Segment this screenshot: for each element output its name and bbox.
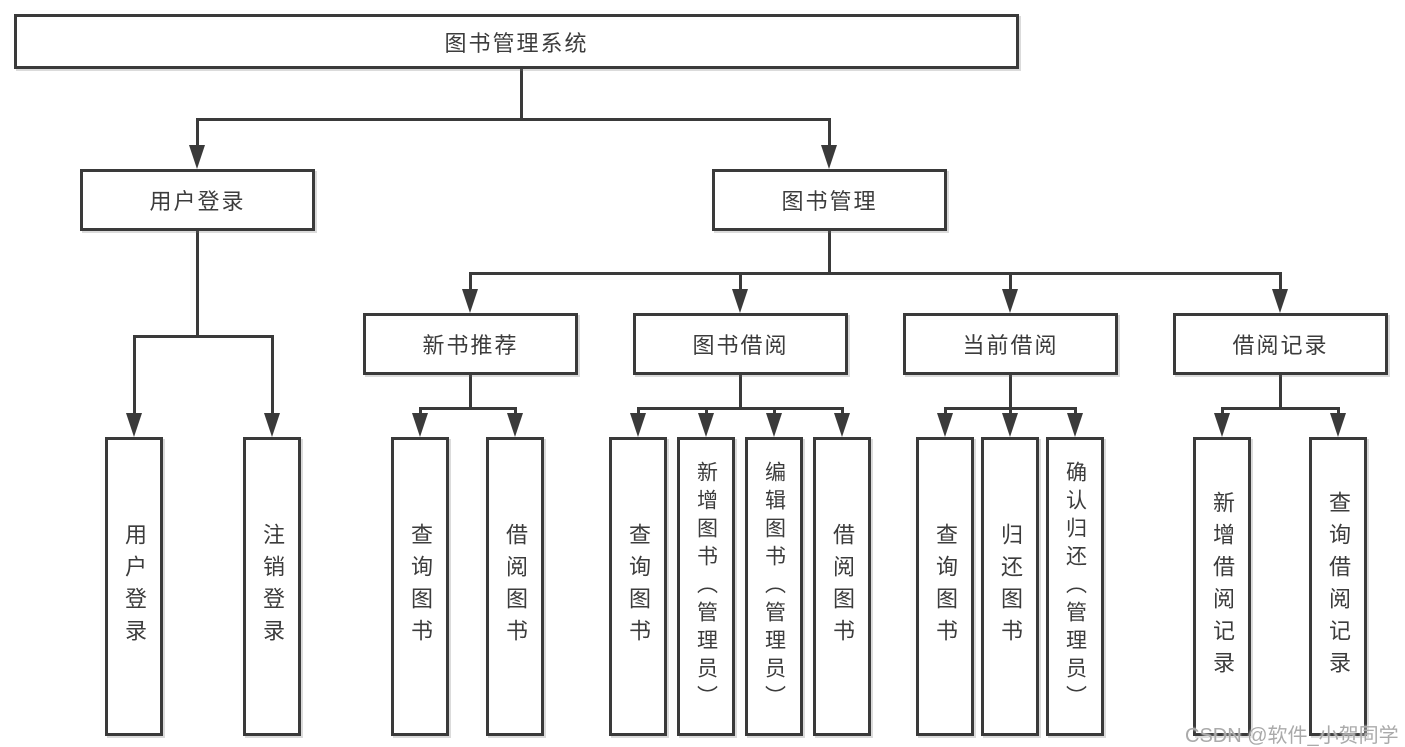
node-current-borrow: 当前借阅 <box>903 313 1118 375</box>
node-label: 当前借阅 <box>962 333 1059 358</box>
leaf-label: 查询图书 <box>933 522 958 651</box>
connector-to-current-borrow <box>1008 272 1012 291</box>
arrowhead-new-book <box>462 289 478 313</box>
arrowhead-leaf <box>1214 413 1230 437</box>
leaf-return-books: 归还图书 <box>981 437 1039 736</box>
connector-user-login-stem <box>195 231 199 338</box>
arrowhead-leaf <box>412 413 428 437</box>
arrowhead-leaf <box>834 413 850 437</box>
leaf-query-borrow-record: 查询借阅记录 <box>1309 437 1367 736</box>
leaf-label: 归还图书 <box>998 522 1023 651</box>
leaf-label: 注销登录 <box>260 522 285 651</box>
connector-leaf <box>840 407 844 415</box>
node-book-borrow: 图书借阅 <box>633 313 848 375</box>
leaf-label: 借阅图书 <box>830 522 855 651</box>
connector-leaf <box>513 407 517 415</box>
node-label: 图书借阅 <box>692 333 789 358</box>
arrowhead-leaf-login <box>126 413 142 437</box>
leaf-query-books-current: 查询图书 <box>916 437 974 736</box>
node-label: 图书管理 <box>781 189 878 214</box>
connector-leaf <box>1073 407 1077 415</box>
arrowhead-leaf <box>507 413 523 437</box>
node-new-book-recommend: 新书推荐 <box>363 313 578 375</box>
node-label: 用户登录 <box>149 189 246 214</box>
connector-to-user-login <box>195 118 199 146</box>
leaf-label: 新增图书（管理员） <box>694 460 718 713</box>
arrowhead-leaf <box>766 413 782 437</box>
connector-to-new-book <box>468 272 472 291</box>
arrowhead-user-login <box>189 145 205 169</box>
leaf-query-books-borrow: 查询图书 <box>609 437 667 736</box>
connector-book-management-stem <box>827 231 831 274</box>
leaf-label: 用户登录 <box>122 522 147 651</box>
arrowhead-leaf <box>630 413 646 437</box>
connector-to-book-borrow <box>738 272 742 291</box>
connector-leaf <box>704 407 708 415</box>
leaf-borrow-books-recommend: 借阅图书 <box>486 437 544 736</box>
arrowhead-leaf <box>1067 413 1083 437</box>
connector-leaf <box>1008 407 1012 415</box>
leaf-add-books-admin: 新增图书（管理员） <box>677 437 735 736</box>
connector-root-rail <box>195 118 831 121</box>
leaf-label: 查询图书 <box>408 522 433 651</box>
connector-book-management-rail <box>468 272 1282 275</box>
connector-to-leaf-login <box>132 335 136 414</box>
connector-leaf <box>1336 407 1340 415</box>
connector-user-login-rail <box>132 335 274 338</box>
leaf-edit-books-admin: 编辑图书（管理员） <box>745 437 803 736</box>
connector-borrow-records-stem <box>1278 375 1282 409</box>
arrowhead-leaf <box>1330 413 1346 437</box>
connector-new-book-rail <box>418 407 517 410</box>
leaf-query-books-recommend: 查询图书 <box>391 437 449 736</box>
leaf-label: 确认归还（管理员） <box>1063 460 1087 713</box>
node-label: 借阅记录 <box>1232 333 1329 358</box>
node-library-management-system: 图书管理系统 <box>14 14 1019 69</box>
leaf-borrow-books: 借阅图书 <box>813 437 871 736</box>
connector-borrow-records-rail <box>1220 407 1340 410</box>
connector-to-book-management <box>827 118 831 146</box>
arrowhead-leaf-logout <box>264 413 280 437</box>
node-user-login: 用户登录 <box>80 169 315 231</box>
connector-leaf <box>418 407 422 415</box>
leaf-label: 查询图书 <box>626 522 651 651</box>
connector-leaf <box>1220 407 1224 415</box>
connector-book-borrow-rail <box>636 407 844 410</box>
node-label: 新书推荐 <box>422 333 519 358</box>
node-borrow-records: 借阅记录 <box>1173 313 1388 375</box>
leaf-user-login: 用户登录 <box>105 437 163 736</box>
connector-leaf <box>943 407 947 415</box>
leaf-confirm-return-admin: 确认归还（管理员） <box>1046 437 1104 736</box>
node-book-management: 图书管理 <box>712 169 947 231</box>
leaf-add-borrow-record: 新增借阅记录 <box>1193 437 1251 736</box>
connector-leaf <box>772 407 776 415</box>
leaf-logout: 注销登录 <box>243 437 301 736</box>
node-label: 图书管理系统 <box>444 30 589 56</box>
connector-to-leaf-logout <box>270 335 274 414</box>
arrowhead-leaf <box>1002 413 1018 437</box>
arrowhead-current-borrow <box>1002 289 1018 313</box>
connector-current-borrow-stem <box>1008 375 1012 409</box>
arrowhead-borrow-records <box>1272 289 1288 313</box>
arrowhead-leaf <box>937 413 953 437</box>
arrowhead-book-management <box>821 145 837 169</box>
leaf-label: 借阅图书 <box>503 522 528 651</box>
leaf-label: 编辑图书（管理员） <box>762 460 786 713</box>
connector-root-stem <box>519 69 523 120</box>
connector-to-borrow-records <box>1278 272 1282 291</box>
leaf-label: 查询借阅记录 <box>1326 490 1351 683</box>
csdn-watermark: CSDN @软件_小贺同学 <box>1185 725 1399 747</box>
connector-book-borrow-stem <box>738 375 742 409</box>
connector-leaf <box>636 407 640 415</box>
leaf-label: 新增借阅记录 <box>1210 490 1235 683</box>
arrowhead-leaf <box>698 413 714 437</box>
connector-new-book-stem <box>468 375 472 409</box>
arrowhead-book-borrow <box>732 289 748 313</box>
